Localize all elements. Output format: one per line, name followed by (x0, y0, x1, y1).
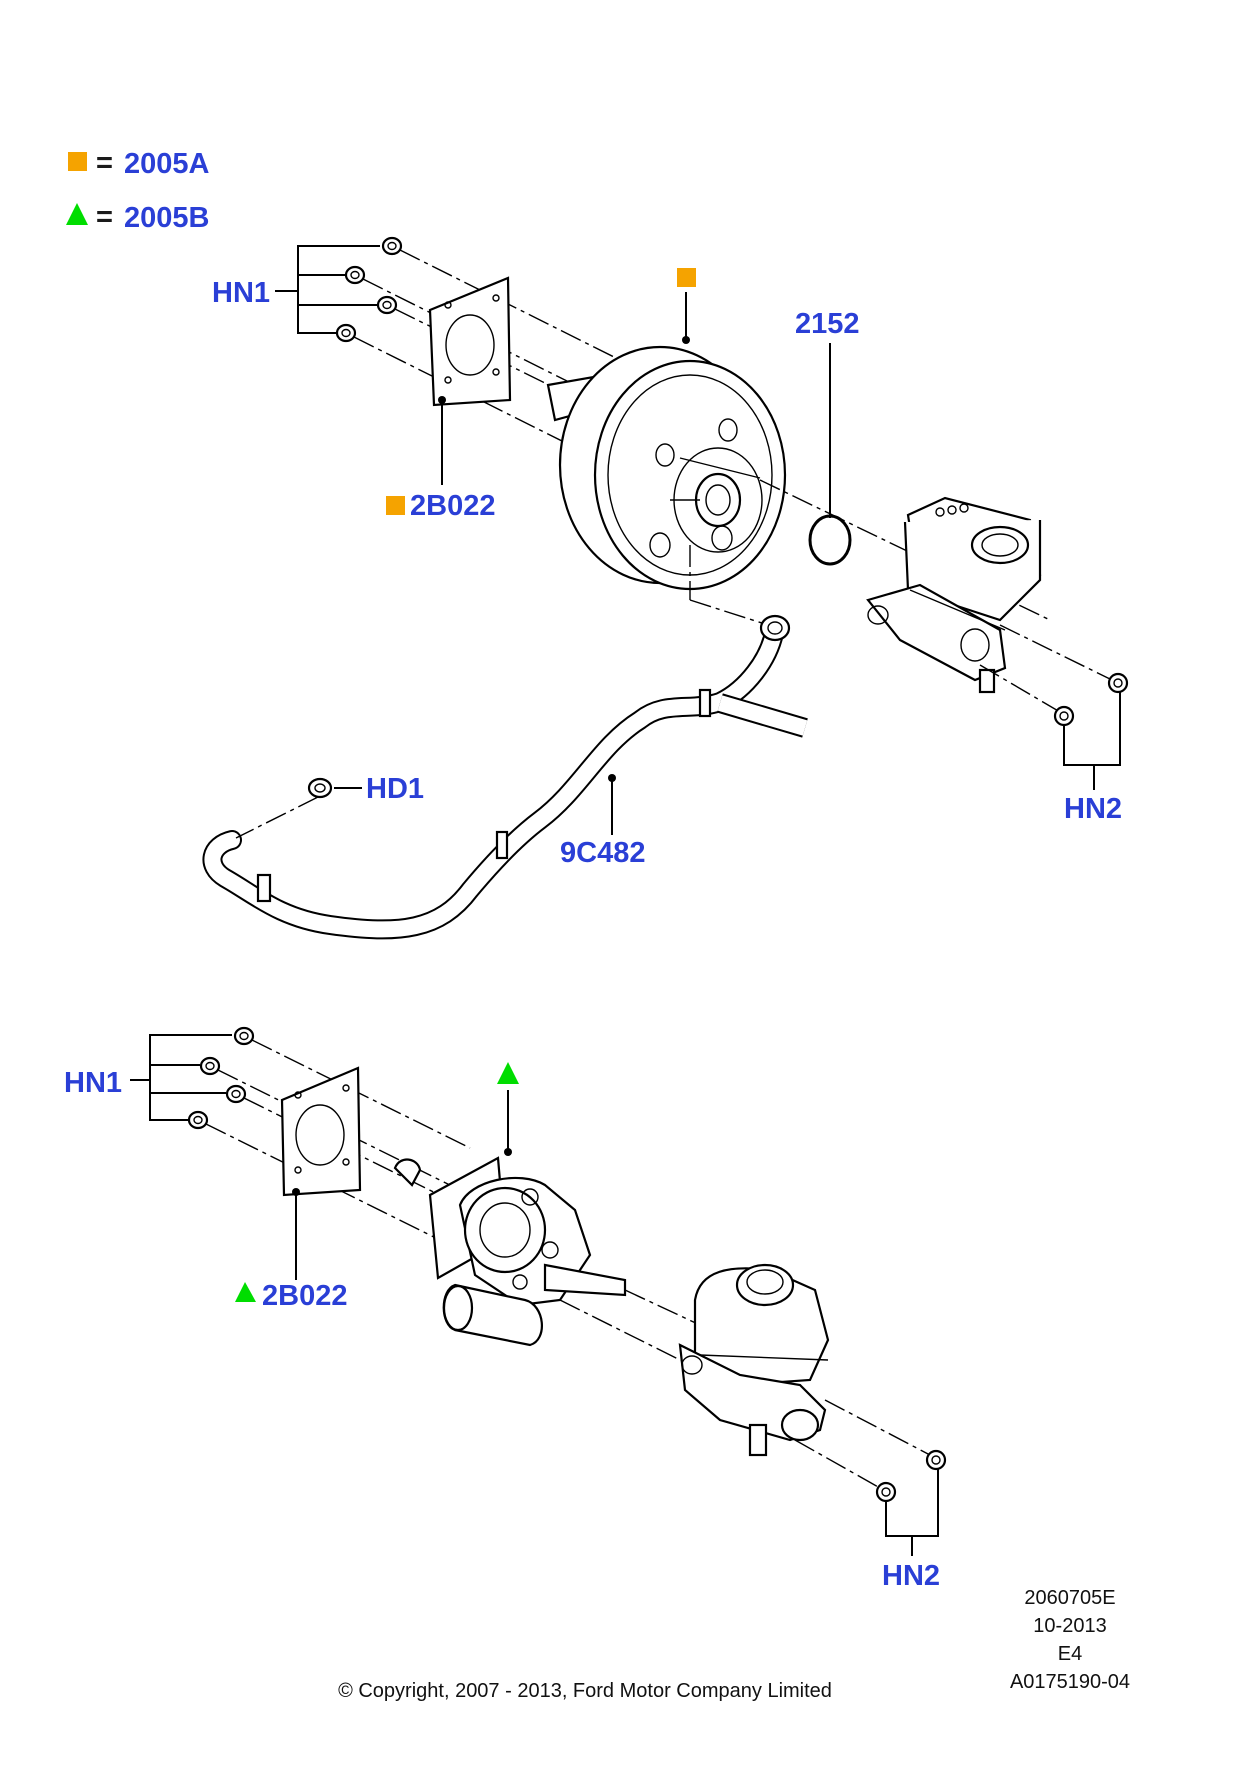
lower-assembly: HN1 2B022 (64, 1026, 947, 1592)
nut-icon (225, 1084, 247, 1104)
upper-2b022-label: 2B022 (410, 490, 495, 522)
illustration-id: A0175190-04 (1009, 1671, 1131, 1693)
lower-2b022-label: 2B022 (262, 1280, 347, 1312)
legend-triangle-marker (66, 203, 88, 225)
nut-icon (199, 1056, 221, 1076)
nut-icon (335, 323, 357, 343)
upper-hn1-label: HN1 (212, 277, 270, 309)
lower-hn1-callout: HN1 (64, 1034, 232, 1121)
legend-equals-1: = (96, 147, 113, 179)
drawing-number: 2060705E (1024, 1587, 1116, 1609)
upper-seal-ring: 2152 (795, 308, 860, 566)
upper-brake-booster (546, 336, 787, 591)
lower-hn2-callout: HN2 (882, 1469, 940, 1592)
nut-icon (376, 295, 398, 315)
upper-2152-label: 2152 (795, 308, 860, 340)
nut-icon (875, 1481, 897, 1503)
upper-assembly: HN1 2B0 (202, 236, 1129, 940)
upper-2b022-square-marker (386, 496, 405, 515)
lower-2b022-triangle-marker (235, 1282, 256, 1302)
lower-hn1-label: HN1 (64, 1067, 122, 1099)
upper-hd1-label: HD1 (366, 773, 424, 805)
upper-hose-clip: HD1 (235, 773, 424, 839)
nut-icon (1053, 705, 1075, 727)
upper-booster-callout (677, 268, 696, 340)
lower-master-cylinder (678, 1263, 830, 1457)
legend: = 2005A = 2005B (66, 147, 210, 234)
upper-9c482-label: 9C482 (560, 837, 645, 869)
lower-hydroboost-triangle-marker (497, 1062, 519, 1084)
drawing-date: 10-2013 (1033, 1615, 1107, 1637)
drawing-edition: E4 (1057, 1643, 1083, 1665)
upper-hn1-callout: HN1 (212, 245, 380, 334)
lower-hydroboost-callout (497, 1062, 519, 1152)
upper-master-cylinder (866, 496, 1042, 694)
nut-icon (233, 1026, 255, 1046)
upper-hn2-callout: HN2 (1063, 692, 1122, 825)
upper-hn1-nuts (335, 236, 403, 343)
lower-gasket-plate (280, 1066, 362, 1197)
nut-icon (1107, 672, 1129, 694)
upper-booster-square-marker (677, 268, 696, 287)
upper-gasket-plate (428, 276, 512, 407)
copyright-notice: © Copyright, 2007 - 2013, Ford Motor Com… (338, 1680, 832, 1702)
upper-2b022-callout: 2B022 (386, 400, 495, 522)
nut-icon (925, 1449, 947, 1471)
nut-icon (187, 1110, 209, 1130)
drawing-info-block: 2060705E 10-2013 E4 A0175190-04 (980, 1584, 1160, 1696)
lower-hn1-nuts (187, 1026, 255, 1130)
lower-2b022-callout: 2B022 (235, 1192, 347, 1312)
upper-vacuum-hose (202, 614, 808, 940)
legend-code-2005a: 2005A (124, 148, 210, 180)
upper-hn2-label: HN2 (1064, 793, 1122, 825)
upper-hn2-nuts (1053, 672, 1129, 727)
nut-icon (381, 236, 403, 256)
lower-hydroboost-unit (393, 1148, 627, 1347)
legend-square-marker (68, 152, 87, 171)
lower-hn2-label: HN2 (882, 1560, 940, 1592)
lower-hn2-nuts (875, 1449, 947, 1503)
legend-code-2005b: 2005B (124, 202, 209, 234)
legend-equals-2: = (96, 201, 113, 233)
upper-9c482-callout: 9C482 (560, 778, 645, 869)
nut-icon (344, 265, 366, 285)
